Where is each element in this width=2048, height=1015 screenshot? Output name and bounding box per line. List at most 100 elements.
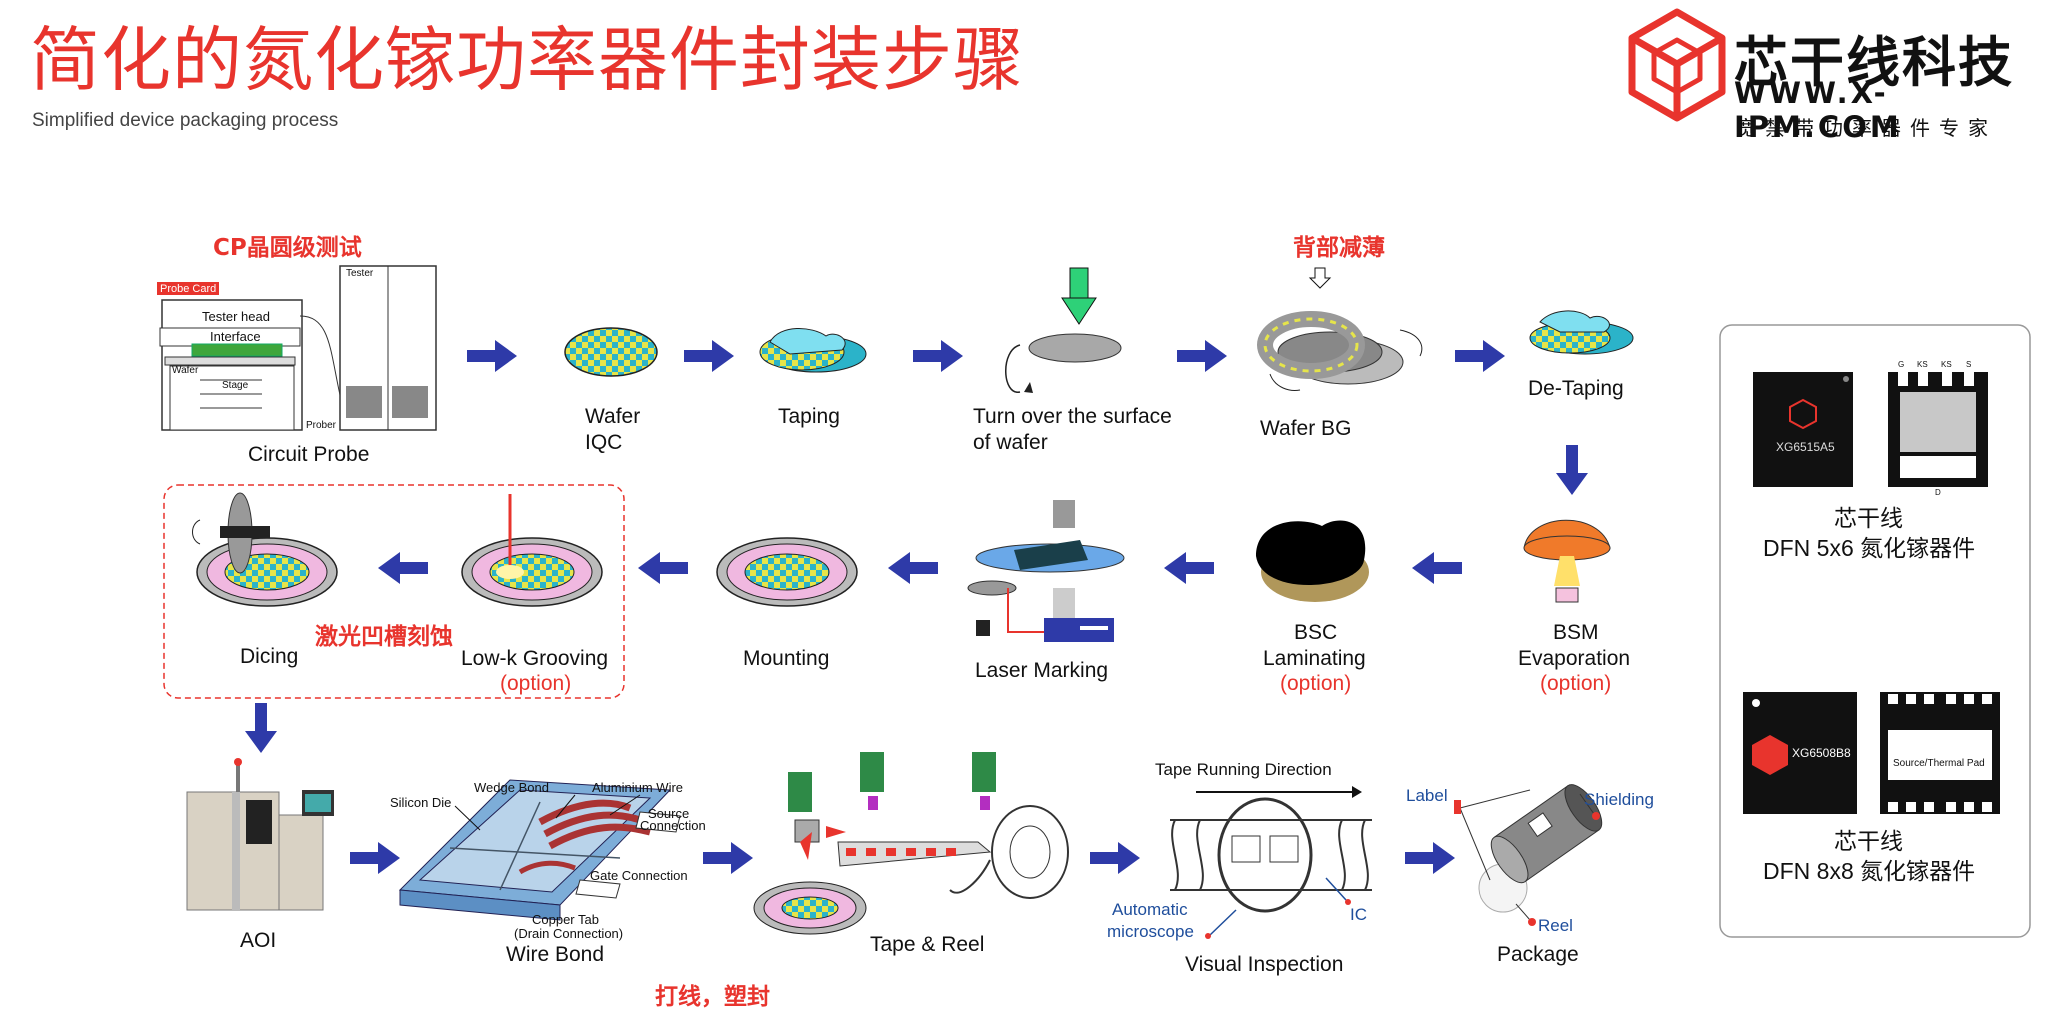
product-1-bottom xyxy=(1888,372,1988,487)
arrow-right xyxy=(1455,340,1505,372)
label-bsc-1: BSC xyxy=(1294,621,1338,644)
note-laser-groove: 激光凹槽刻蚀 xyxy=(315,624,453,650)
product-1-name: 芯干线 xyxy=(1834,505,1903,531)
arrow-right xyxy=(913,340,963,372)
label-lowk-grooving: Low-k Grooving xyxy=(461,647,609,670)
product-1-pin-s: S xyxy=(1966,360,1972,369)
probe-card-label: Probe Card xyxy=(160,283,217,295)
product-1-chip-text: XG6515A5 xyxy=(1776,440,1835,454)
note-wire-mold: 打线，塑封 xyxy=(655,984,770,1010)
label-dicing: Dicing xyxy=(240,645,299,668)
label-turn-over-2: of wafer xyxy=(973,431,1048,454)
label-package: Package xyxy=(1497,943,1579,966)
tester-label: Tester xyxy=(346,268,374,279)
label-wafer-bg: Wafer BG xyxy=(1260,417,1352,440)
label-de-taping: De-Taping xyxy=(1528,377,1624,400)
label-circuit-probe: Circuit Probe xyxy=(248,443,370,466)
wire-bond-image xyxy=(398,779,681,921)
low-k-grooving-image xyxy=(461,494,603,607)
product-2-pad-text: Source/Thermal Pad xyxy=(1893,758,1985,769)
arrow-right xyxy=(703,842,753,874)
turn-over-image xyxy=(1005,267,1122,393)
mounting-image xyxy=(716,537,858,607)
wafer-label: Wafer xyxy=(172,365,199,376)
interface-label: Interface xyxy=(210,329,261,344)
arrow-left xyxy=(638,552,688,584)
product-1-pin-d: D xyxy=(1935,488,1941,497)
product-1-pin-ks1: KS xyxy=(1917,360,1928,369)
note-backgrind: 背部减薄 xyxy=(1293,235,1385,261)
tape-direction-label: Tape Running Direction xyxy=(1155,760,1332,779)
stage-label: Stage xyxy=(222,380,249,391)
tape-reel-image xyxy=(753,752,1069,935)
circuit-probe-machine xyxy=(157,265,437,431)
wafer-iqc-image xyxy=(564,327,658,377)
silicon-die-label: Silicon Die xyxy=(390,795,452,810)
shielding-label: Shielding xyxy=(1584,790,1654,809)
label-aoi: AOI xyxy=(240,929,277,952)
aluminium-wire-label: Aluminium Wire xyxy=(592,780,684,795)
prober-label: Prober xyxy=(306,420,337,431)
label-turn-over-1: Turn over the surface xyxy=(973,405,1172,428)
wedge-bond-label: Wedge Bond xyxy=(474,780,549,795)
visual-inspection-image xyxy=(1170,786,1372,939)
label-wafer-iqc-2: IQC xyxy=(585,431,623,454)
taping-image xyxy=(759,327,867,373)
arrow-left xyxy=(1164,552,1214,584)
label-bsm-2: Evaporation xyxy=(1518,647,1631,670)
product-2-top xyxy=(1743,692,1857,814)
product-1-pin-g: G xyxy=(1898,360,1905,369)
source-label-1: Source xyxy=(648,806,690,821)
product-2-chip-text: XG6508B8 xyxy=(1792,746,1851,760)
arrow-left xyxy=(888,552,938,584)
arrow-right xyxy=(1405,842,1455,874)
brand-name: 芯干线科技 xyxy=(1734,31,2014,94)
tester-head-label: Tester head xyxy=(202,309,270,324)
aoi-machine-image xyxy=(186,758,334,911)
source-label-2: Connection xyxy=(640,818,706,833)
label-wire-bond: Wire Bond xyxy=(506,943,605,966)
label-bsm-option: (option) xyxy=(1540,672,1612,695)
gate-connection-label: Gate Connection xyxy=(590,868,688,883)
laser-marking-image xyxy=(967,500,1125,642)
label-bsc-2: Laminating xyxy=(1263,647,1366,670)
arrow-down xyxy=(245,703,277,753)
arrow-right xyxy=(684,340,734,372)
auto-microscope-label-2: microscope xyxy=(1107,922,1194,941)
auto-microscope-label-1: Automatic xyxy=(1112,900,1188,919)
label-callout: Label xyxy=(1406,786,1448,805)
label-lowk-option: (option) xyxy=(500,672,572,695)
brand-tagline: 宽禁带功率器件专家 xyxy=(1736,116,1997,140)
page-title: 简化的氮化镓功率器件封装步骤 xyxy=(30,19,1024,101)
label-visual-inspection: Visual Inspection xyxy=(1185,953,1344,976)
bsc-laminating-image xyxy=(1256,520,1369,602)
label-taping: Taping xyxy=(778,405,840,428)
ic-label: IC xyxy=(1350,905,1367,924)
product-2-name: 芯干线 xyxy=(1834,828,1903,854)
de-taping-image xyxy=(1529,310,1634,355)
label-bsc-option: (option) xyxy=(1280,672,1352,695)
product-1-pin-ks2: KS xyxy=(1941,360,1952,369)
brand-url: WWW.X-IPM.COM xyxy=(1734,76,1902,144)
label-mounting: Mounting xyxy=(743,647,830,670)
arrow-left xyxy=(1412,552,1462,584)
product-1-top xyxy=(1753,372,1853,487)
label-laser-marking: Laser Marking xyxy=(975,659,1109,682)
dicing-image xyxy=(192,492,338,607)
copper-tab-label-2: (Drain Connection) xyxy=(514,926,624,941)
product-1-desc: DFN 5x6 氮化镓器件 xyxy=(1763,535,1976,561)
arrow-right xyxy=(350,842,400,874)
product-2-desc: DFN 8x8 氮化镓器件 xyxy=(1763,858,1976,884)
reel-label: Reel xyxy=(1538,916,1573,935)
wafer-bg-image xyxy=(1257,267,1423,391)
page-subtitle: Simplified device packaging process xyxy=(32,110,339,131)
hexagon-cube-icon xyxy=(1628,8,1726,122)
copper-tab-label-1: Copper Tab xyxy=(532,912,599,927)
arrow-down xyxy=(1556,445,1588,495)
label-tape-reel: Tape & Reel xyxy=(870,933,985,956)
package-image xyxy=(1454,784,1603,926)
arrow-right xyxy=(1090,842,1140,874)
arrow-right xyxy=(467,340,517,372)
note-cp-test: CP晶圆级测试 xyxy=(213,235,362,261)
